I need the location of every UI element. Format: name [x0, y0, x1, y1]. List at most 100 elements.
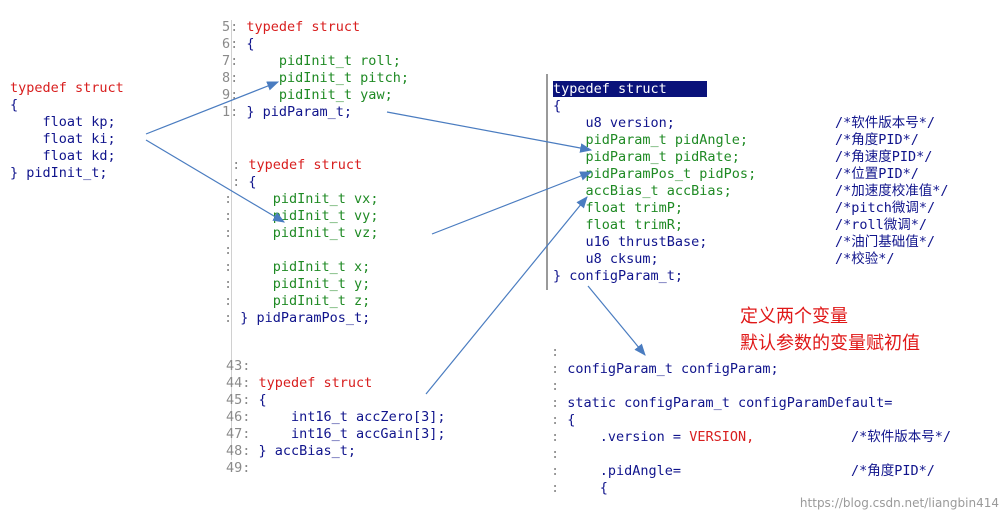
line-gutter: : [224, 293, 273, 309]
configparam-header: typedef struct [553, 81, 707, 97]
code-line: float trimP; /*pitch微调*/ [553, 200, 936, 217]
code-text: pidParam_t pidAngle; [553, 132, 749, 148]
code-text: pidInit_t x; [272, 259, 371, 275]
arrow-config-to-variable [587, 285, 646, 356]
arrow-accbias-to-config [425, 196, 588, 395]
line-gutter: 49: [226, 460, 251, 476]
code-text: { [599, 480, 608, 496]
watermark: https://blog.csdn.net/liangbin414 [799, 496, 999, 510]
code-text: } pidInit_t; [10, 165, 108, 181]
code-text: { [567, 412, 576, 428]
code-line: : { [224, 174, 256, 191]
code-line: 44: typedef struct [226, 375, 372, 392]
code-text: } accBias_t; [258, 443, 357, 459]
line-gutter: 43: [226, 358, 251, 374]
code-comment: /*加速度校准值*/ [835, 183, 949, 199]
code-comment: /*软件版本号*/ [851, 429, 952, 445]
code-line: 9: pidInit_t yaw; [222, 87, 393, 104]
code-line: 46: int16_t accZero[3]; [226, 409, 445, 426]
code-comment: /*校验*/ [835, 251, 895, 267]
code-text: float ki; [10, 131, 116, 147]
code-comment: /*roll微调*/ [835, 217, 928, 233]
code-line: : pidInit_t vz; [224, 225, 378, 242]
code-line: 47: int16_t accGain[3]; [226, 426, 445, 443]
code-text: static configParam_t configParamDefault= [567, 395, 893, 411]
line-gutter: : [224, 259, 273, 275]
code-line: float trimR; /*roll微调*/ [553, 217, 928, 234]
code-text: { [258, 392, 267, 408]
code-line: : .version = VERSION,/*软件版本号*/ [551, 429, 951, 446]
code-comment: /*软件版本号*/ [835, 115, 936, 131]
line-gutter: 7: [222, 53, 279, 69]
line-gutter: 46: [226, 409, 292, 425]
line-gutter: : [224, 242, 233, 258]
line-gutter: : [224, 310, 241, 326]
code-line: u8 cksum; /*校验*/ [553, 251, 895, 268]
code-line: float kd; [10, 148, 116, 165]
code-text: pidParamPos_t pidPos; [553, 166, 757, 182]
line-gutter: : [224, 191, 273, 207]
code-line: float ki; [10, 131, 116, 148]
code-line: : pidInit_t vx; [224, 191, 378, 208]
code-line: } pidInit_t; [10, 165, 108, 182]
line-gutter: 44: [226, 375, 259, 391]
code-line: 5: typedef struct [222, 19, 360, 36]
code-line: : [551, 344, 559, 361]
code-text: float trimR; [553, 217, 684, 233]
code-text: { [10, 97, 19, 113]
code-text: float kd; [10, 148, 116, 164]
code-text: .version = [599, 429, 690, 445]
line-gutter: 1: [222, 104, 247, 120]
code-text: } pidParamPos_t; [240, 310, 371, 326]
code-text: } pidParam_t; [246, 104, 353, 120]
code-line: : { [551, 412, 575, 429]
line-gutter: : [224, 225, 273, 241]
code-text: { [246, 36, 255, 52]
code-text: int16_t accZero[3]; [291, 409, 446, 425]
code-text: float trimP; [553, 200, 684, 216]
code-line: : pidInit_t z; [224, 293, 370, 310]
code-text: typedef struct [258, 375, 373, 391]
code-text: pidInit_t z; [272, 293, 371, 309]
annotation-line-2: 默认参数的变量赋初值 [740, 333, 920, 354]
line-gutter: 48: [226, 443, 259, 459]
code-line: 45: { [226, 392, 267, 409]
code-text: pidInit_t vx; [272, 191, 379, 207]
line-gutter: 5: [222, 19, 247, 35]
code-line: pidParam_t pidRate; /*角速度PID*/ [553, 149, 933, 166]
line-gutter: : [551, 480, 600, 496]
code-line: { [553, 98, 561, 115]
code-text: .pidAngle= [599, 463, 698, 479]
code-line: 43: [226, 358, 250, 375]
code-line: : [551, 446, 559, 463]
code-text: pidInit_t vz; [272, 225, 379, 241]
code-text: typedef struct [248, 157, 363, 173]
code-line: { [10, 97, 18, 114]
code-line: 8: pidInit_t pitch; [222, 70, 409, 87]
code-text: accBias_t accBias; [553, 183, 732, 199]
line-gutter: 47: [226, 426, 292, 442]
code-text: pidParam_t pidRate; [553, 149, 740, 165]
code-line: : .pidAngle= /*角度PID*/ [551, 463, 935, 480]
code-text: u16 thrustBase; [553, 234, 708, 250]
code-text: pidInit_t pitch; [278, 70, 409, 86]
code-line: pidParamPos_t pidPos;/*位置PID*/ [553, 166, 919, 183]
code-line: float kp; [10, 114, 116, 131]
line-gutter: : [224, 174, 249, 190]
code-line: : [551, 378, 559, 395]
line-gutter: : [551, 378, 560, 394]
line-gutter: : [551, 463, 600, 479]
code-comment: /*pitch微调*/ [835, 200, 936, 216]
code-text: int16_t accGain[3]; [291, 426, 446, 442]
code-comment: /*角速度PID*/ [835, 149, 933, 165]
code-comment: /*角度PID*/ [851, 463, 935, 479]
code-line: : typedef struct [224, 157, 362, 174]
code-text: u8 cksum; [553, 251, 659, 267]
code-line: : static configParam_t configParamDefaul… [551, 395, 892, 412]
code-line: : } pidParamPos_t; [224, 310, 370, 327]
line-gutter: 6: [222, 36, 247, 52]
code-line: 48: } accBias_t; [226, 443, 356, 460]
code-line: u16 thrustBase;/*油门基础值*/ [553, 234, 936, 251]
line-gutter: 45: [226, 392, 259, 408]
code-text: } configParam_t; [553, 268, 684, 284]
